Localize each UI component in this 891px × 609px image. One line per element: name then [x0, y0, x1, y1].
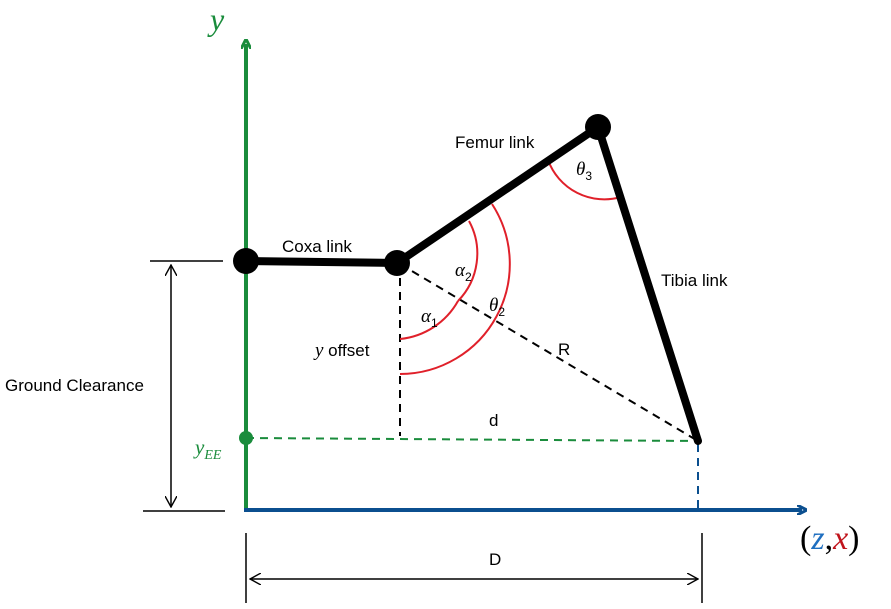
ground-clearance-label: Ground Clearance: [5, 376, 144, 395]
theta3-label: θ3: [576, 159, 592, 183]
paren-open: (: [800, 520, 811, 557]
R-dashed-line: [399, 263, 699, 442]
theta3-arc: [547, 159, 622, 201]
D-label: D: [489, 550, 501, 569]
theta2-label: θ2: [489, 295, 505, 319]
coxa-joint: [233, 248, 259, 274]
alpha1-label: α1: [421, 306, 438, 330]
y-ee-label: yEE: [193, 435, 222, 463]
femur-link: [393, 123, 602, 267]
femur-link-label: Femur link: [455, 133, 535, 152]
femur-joint: [384, 250, 410, 276]
alpha2-label: α2: [455, 260, 472, 284]
d-label: d: [489, 411, 498, 430]
y-ee-point: [239, 431, 253, 445]
tibia-link: [594, 123, 702, 445]
z-label: z: [810, 520, 824, 557]
R-label: R: [558, 340, 570, 359]
zx-axis-label: (z,x): [800, 520, 859, 557]
coxa-link: [242, 257, 401, 267]
alpha1-arc: [399, 300, 459, 340]
coxa-link-label: Coxa link: [282, 237, 352, 256]
tibia-joint: [585, 114, 611, 140]
tibia-link-label: Tibia link: [661, 271, 728, 290]
y-axis-label: y: [207, 1, 225, 37]
theta2-arc: [399, 203, 511, 375]
paren-close: ): [848, 520, 859, 557]
y-offset-label: y offset: [313, 340, 370, 361]
comma: ,: [825, 520, 834, 557]
y-ee-dashed-line: [245, 437, 699, 442]
alpha2-arc: [457, 220, 479, 302]
x-label: x: [832, 520, 848, 557]
